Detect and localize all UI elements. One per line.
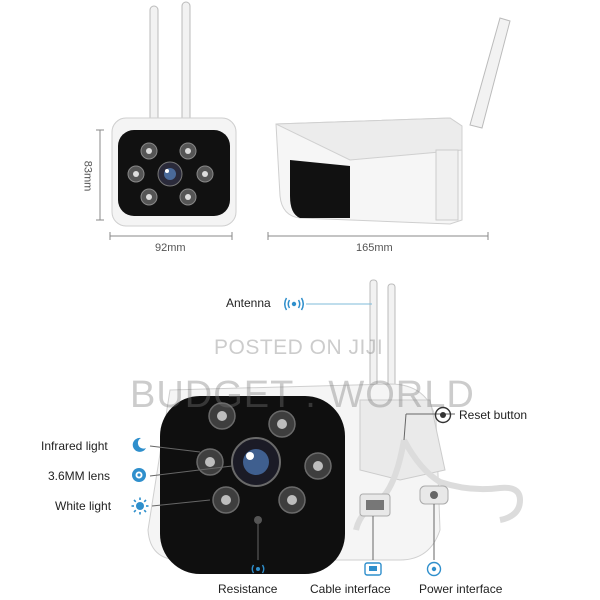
front-width-dimension-label: 92mm <box>155 242 186 254</box>
lens-label: 3.6MM lens <box>48 469 111 483</box>
watermark-line-1: POSTED ON JIJI <box>214 336 384 359</box>
cable-interface-label: Cable interface <box>310 582 391 596</box>
power-port-icon <box>426 561 442 577</box>
camera-detail-view <box>147 279 524 574</box>
reset-button-label: Reset button <box>459 408 528 422</box>
resistance-signal-icon <box>251 564 265 574</box>
height-dimension-label: 83mm <box>81 160 94 192</box>
sun-icon <box>131 497 149 515</box>
target-icon <box>434 406 452 424</box>
infrared-light-label: Infrared light <box>41 439 108 453</box>
moon-icon <box>132 437 146 452</box>
watermark-line-2: BUDGET . WORLD <box>130 374 475 416</box>
side-length-dimension-label: 165mm <box>356 242 393 254</box>
resistance-label: Resistance <box>218 582 278 596</box>
power-interface-label: Power interface <box>419 582 503 596</box>
wifi-signal-icon <box>284 297 304 311</box>
white-light-label: White light <box>55 499 112 513</box>
lens-icon <box>132 468 146 482</box>
antenna-label: Antenna <box>226 296 271 310</box>
camera-side-view <box>267 17 511 240</box>
cable-port-icon <box>364 562 382 576</box>
camera-front-view <box>96 1 237 240</box>
